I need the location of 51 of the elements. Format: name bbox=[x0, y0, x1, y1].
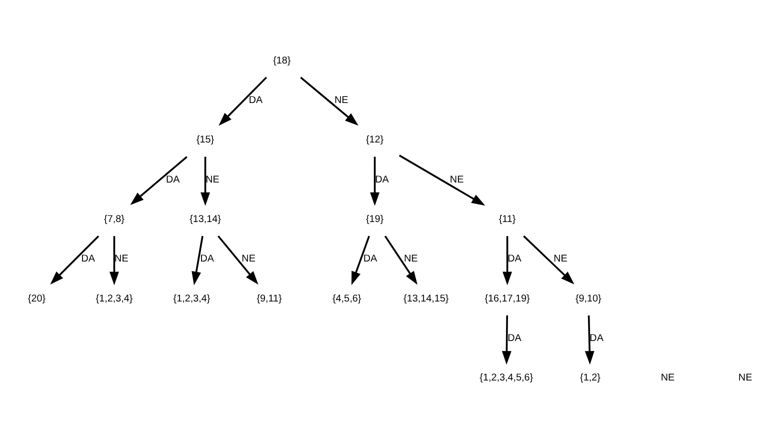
edge-label: NE bbox=[334, 94, 348, 106]
node-text: {18} bbox=[273, 54, 291, 66]
arrow bbox=[192, 235, 204, 285]
edge-label: DA bbox=[248, 94, 263, 106]
label: NE bbox=[738, 372, 752, 384]
arrow bbox=[384, 235, 418, 284]
arrow bbox=[200, 156, 210, 206]
edge-label: DA bbox=[590, 332, 604, 344]
node-text: {7,8} bbox=[104, 214, 124, 225]
edge-label: DA bbox=[363, 253, 378, 264]
node-text: {9,11} bbox=[256, 292, 282, 304]
node-text: {1,2,3,4} bbox=[96, 292, 133, 304]
arrow bbox=[502, 236, 512, 285]
node-text: {20} bbox=[28, 292, 46, 304]
arrow bbox=[50, 234, 100, 284]
label: NE bbox=[660, 372, 675, 384]
edge-label: DA bbox=[508, 332, 522, 344]
node-text: {13,14} bbox=[190, 214, 221, 225]
node-text: {4,5,6} bbox=[332, 292, 362, 304]
arrow bbox=[351, 235, 370, 285]
arrow bbox=[218, 235, 258, 284]
node-text: {11} bbox=[498, 214, 516, 225]
node-text: {1,2,3,4,5,6} bbox=[480, 372, 534, 384]
node-text: {16,17,19} bbox=[484, 292, 530, 304]
arrow bbox=[370, 156, 380, 206]
node-text: {12} bbox=[366, 134, 384, 146]
edge-label: DA bbox=[81, 253, 95, 264]
arrow bbox=[110, 236, 119, 285]
arrow bbox=[523, 234, 574, 284]
arrow bbox=[502, 314, 512, 364]
arrow bbox=[130, 156, 188, 204]
edge-label: DA bbox=[166, 174, 180, 185]
edge-label: NE bbox=[404, 253, 418, 264]
node-text: {15} bbox=[196, 134, 214, 146]
node-text: {13,14,15} bbox=[404, 292, 449, 304]
node-text: {1,2} bbox=[580, 372, 600, 384]
edge-label: DA bbox=[200, 253, 214, 264]
node-text: {1,2,3,4} bbox=[173, 292, 210, 304]
edge-label: DA bbox=[375, 174, 389, 185]
edge-label: DA bbox=[508, 253, 522, 264]
edge-label: NE bbox=[450, 174, 464, 185]
edge-label: NE bbox=[114, 253, 128, 264]
node-text: {9,10} bbox=[575, 292, 602, 304]
edge-label: NE bbox=[242, 253, 256, 264]
arrow bbox=[218, 76, 268, 126]
arrow bbox=[398, 154, 486, 206]
node-text: {19} bbox=[366, 214, 384, 225]
arrow bbox=[300, 76, 358, 126]
arrow bbox=[584, 314, 594, 364]
edge-label: NE bbox=[554, 253, 568, 264]
edge-label: NE bbox=[206, 174, 220, 185]
